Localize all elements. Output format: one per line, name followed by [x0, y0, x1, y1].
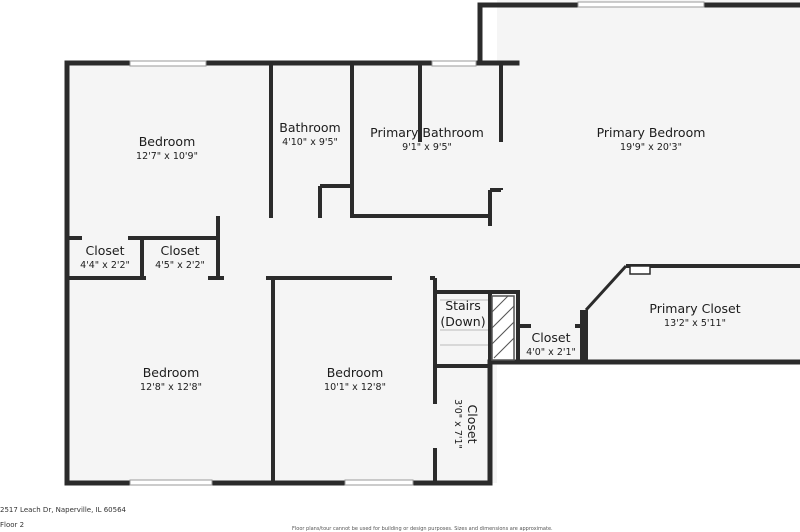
disclaimer-text: Floor plans/tour cannot be used for buil…	[292, 526, 553, 532]
room-label-bathroom: Bathroom 4'10" x 9'5"	[279, 120, 340, 148]
room-label-closet-b: Closet 4'5" x 2'2"	[155, 243, 205, 271]
address-text: 2517 Leach Dr, Naperville, IL 60564	[0, 506, 126, 514]
svg-text:3'0" x 7'1": 3'0" x 7'1"	[452, 399, 463, 449]
svg-text:Closet: Closet	[465, 405, 480, 444]
svg-text:Bedroom: Bedroom	[139, 134, 196, 149]
stair-treads	[440, 299, 488, 346]
svg-text:Closet: Closet	[532, 330, 571, 345]
svg-text:Closet: Closet	[86, 243, 125, 258]
room-label-bedroom-nw: Bedroom 12'7" x 10'9"	[136, 134, 198, 162]
fixture	[629, 265, 651, 275]
svg-text:Bathroom: Bathroom	[279, 120, 340, 135]
svg-text:12'7" x 10'9": 12'7" x 10'9"	[136, 151, 198, 162]
room-label-primary-bedroom: Primary Bedroom 19'9" x 20'3"	[597, 125, 706, 153]
room-label-closet-vertical: Closet 3'0" x 7'1"	[452, 399, 480, 449]
svg-text:4'10" x 9'5": 4'10" x 9'5"	[282, 137, 338, 148]
svg-text:Bedroom: Bedroom	[143, 365, 200, 380]
room-label-bedroom-s: Bedroom 10'1" x 12'8"	[324, 365, 386, 393]
svg-text:Bedroom: Bedroom	[327, 365, 384, 380]
svg-text:Stairs: Stairs	[445, 298, 481, 313]
svg-text:(Down): (Down)	[440, 314, 485, 329]
svg-text:19'9" x 20'3": 19'9" x 20'3"	[620, 142, 682, 153]
svg-text:Closet: Closet	[161, 243, 200, 258]
room-label-primary-bathroom: Primary Bathroom 9'1" x 9'5"	[370, 125, 484, 153]
room-label-closet-c: Closet 4'0" x 2'1"	[526, 330, 576, 358]
svg-text:4'5" x 2'2": 4'5" x 2'2"	[155, 260, 205, 271]
svg-text:12'8" x 12'8": 12'8" x 12'8"	[140, 382, 202, 393]
floor-fill	[67, 0, 800, 483]
doorways	[82, 142, 575, 448]
room-label-primary-closet: Primary Closet 13'2" x 5'11"	[649, 301, 740, 329]
room-label-stairs: Stairs (Down)	[440, 298, 485, 329]
angled-wall	[584, 264, 628, 312]
svg-text:10'1" x 12'8": 10'1" x 12'8"	[324, 382, 386, 393]
svg-text:Primary Bedroom: Primary Bedroom	[597, 125, 706, 140]
svg-text:9'1" x 9'5": 9'1" x 9'5"	[402, 142, 452, 153]
svg-text:4'0" x 2'1": 4'0" x 2'1"	[526, 347, 576, 358]
floor-label: Floor 2	[0, 521, 25, 529]
svg-text:Primary Bathroom: Primary Bathroom	[370, 125, 484, 140]
room-label-bedroom-sw: Bedroom 12'8" x 12'8"	[140, 365, 202, 393]
svg-text:Primary Closet: Primary Closet	[649, 301, 740, 316]
room-label-closet-a: Closet 4'4" x 2'2"	[80, 243, 130, 271]
windows	[129, 1, 705, 486]
svg-text:13'2" x 5'11": 13'2" x 5'11"	[664, 318, 726, 329]
stair-hatch	[491, 295, 515, 361]
svg-text:4'4" x 2'2": 4'4" x 2'2"	[80, 260, 130, 271]
